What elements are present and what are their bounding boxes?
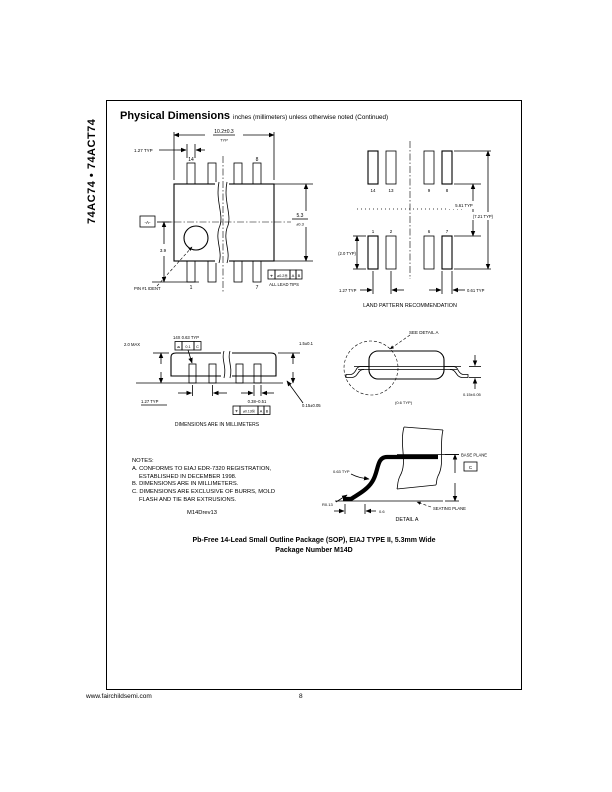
- lead-count-callout: 14X 0.63 TYP: [173, 335, 199, 340]
- gdt-position-value-2: ⌀0.13Ⓜ: [243, 409, 256, 414]
- gdt-profile-datum: C: [196, 345, 199, 349]
- dim-body-width-num: 5.3: [297, 213, 304, 219]
- dim-body-thickness: 1.5±0.1: [299, 341, 314, 346]
- footer-page-number: 8: [299, 693, 303, 700]
- footer-url: www.fairchildsemi.com: [86, 693, 152, 700]
- land-pin-6: 6: [428, 229, 431, 234]
- dim-pitch-label: 1.27 TYP: [134, 148, 153, 153]
- land-pin-8: 8: [446, 188, 449, 193]
- section-subtitle: inches (millimeters) unless otherwise no…: [233, 114, 389, 121]
- datum-a-box: -A-: [145, 220, 152, 225]
- gdt-datum-a-2: A: [260, 410, 263, 414]
- dim-foot-side: (0.6 TYP): [395, 400, 413, 405]
- dim-lead-width: 0.38–0.51: [248, 399, 267, 404]
- dim-pad-width: 0.61 TYP: [467, 288, 485, 293]
- dim-bend-label: 0.63 TYP: [333, 469, 350, 474]
- gdt-datum-b-2: B: [266, 410, 269, 414]
- front-view-drawing: 2.0 MAX 14X 0.63 TYP ⌓ 0.1 C 1.5±0.1 0.1…: [124, 335, 321, 428]
- dim-radius-label: R0.13: [322, 502, 333, 507]
- pin-number-14: 14: [188, 157, 194, 163]
- dim-foot-length: 0.6: [379, 509, 385, 514]
- millimeters-caption: DIMENSIONS ARE IN MILLIMETERS: [175, 422, 260, 428]
- gdt-position-symbol-2: ⌖: [235, 410, 238, 414]
- pin-number-7: 7: [256, 285, 259, 291]
- note-c-line2: FLASH AND TIE BAR EXTRUSIONS.: [139, 497, 237, 504]
- gdt-datum-a: A: [292, 273, 295, 278]
- land-pin-7: 7: [446, 229, 449, 234]
- land-pin-13: 13: [388, 188, 394, 193]
- top-view-drawing: 10.2±0.3 TYP 1.27 TYP 14 8 1 7: [134, 129, 313, 292]
- dim-row-gap: 5.61 TYP: [455, 203, 473, 208]
- dim-half-width: 3.9: [160, 248, 167, 253]
- land-pin-9: 9: [428, 188, 431, 193]
- land-pin-14: 14: [370, 188, 376, 193]
- dim-lead-pitch-front: 1.27 TYP: [141, 399, 159, 404]
- gdt-profile-value: 0.1: [185, 345, 190, 349]
- dim-pad-length: (2.0 TYP): [338, 251, 356, 256]
- dim-row-span: (7.21 TYP): [473, 214, 494, 219]
- package-revision: M14Drev13: [187, 510, 217, 516]
- package-caption-line1: Pb-Free 14-Lead Small Outline Package (S…: [192, 537, 436, 544]
- dim-length-num: 10.2±0.3: [214, 129, 234, 135]
- package-caption-line2: Package Number M14D: [275, 546, 353, 554]
- land-pin-2: 2: [390, 229, 393, 234]
- pin-number-8: 8: [256, 157, 259, 163]
- section-title: Physical Dimensions: [120, 110, 231, 122]
- land-pin-1: 1: [372, 229, 375, 234]
- datum-c-box: C: [469, 465, 473, 470]
- package-caption: Pb-Free 14-Lead Small Outline Package (S…: [107, 536, 521, 556]
- dim-standoff-front: 0.15±0.05: [302, 403, 321, 408]
- see-detail-a-label: SEE DETAIL A: [409, 330, 439, 335]
- product-title-vertical: 74AC74 • 74ACT74: [86, 118, 98, 224]
- dim-land-pitch: 1.27 TYP: [339, 288, 357, 293]
- pin1-ident-label: PIN #1 IDENT: [134, 286, 161, 291]
- gdt-position-symbol: ⌖: [270, 273, 273, 278]
- seating-plane-label: SEATING PLANE: [433, 506, 466, 511]
- all-lead-tips-label: ALL LEAD TIPS: [269, 282, 299, 287]
- coplanarity-frame: ⌓ 0.1 C: [174, 341, 202, 351]
- lead-tip-tolerance-frame: ⌖ ⌀0.2Ⓜ A B: [267, 269, 303, 280]
- note-c-line1: C. DIMENSIONS ARE EXCLUSIVE OF BURRS, MO…: [132, 489, 276, 496]
- pin-number-1: 1: [190, 285, 193, 291]
- dim-body-width-den: ±0.3: [296, 222, 305, 227]
- gdt-tolerance-value: ⌀0.2Ⓜ: [277, 273, 288, 278]
- package-dimension-drawing: 10.2±0.3 TYP 1.27 TYP 14 8 1 7: [124, 129, 501, 523]
- land-pattern-caption: LAND PATTERN RECOMMENDATION: [363, 303, 457, 309]
- gdt-profile-symbol: ⌓: [177, 345, 180, 349]
- note-a-line1: A. CONFORMS TO EIAJ EDR-7320 REGISTRATIO…: [132, 465, 272, 472]
- note-b: B. DIMENSIONS ARE IN MILLIMETERS.: [132, 481, 239, 488]
- dim-length-den: TYP: [220, 138, 228, 143]
- dim-overall-height: 2.0 MAX: [124, 342, 140, 347]
- land-pattern-drawing: 14 13 9 8 1 2 6 7 5.61 TYP (7.21 TYP) (2…: [338, 141, 501, 309]
- notes-block: NOTES: A. CONFORMS TO EIAJ EDR-7320 REGI…: [132, 458, 322, 505]
- detail-a-drawing: BASE PLANE C SEATING PLANE 0.63 TYP R0.1…: [322, 426, 487, 523]
- gdt-datum-b: B: [298, 273, 301, 278]
- notes-heading: NOTES:: [132, 458, 154, 464]
- detail-a-caption: DETAIL A: [395, 517, 418, 523]
- note-a-line2: ESTABLISHED IN DECEMBER 1998.: [139, 473, 237, 480]
- dim-standoff-side: 0.15±0.05: [463, 392, 482, 397]
- base-plane-label: BASE PLANE: [461, 453, 487, 458]
- side-view-drawing: SEE DETAIL A 0.15±0.05 (0.6 TYP): [343, 330, 482, 405]
- lead-position-frame: ⌖ ⌀0.13Ⓜ A B: [232, 405, 271, 415]
